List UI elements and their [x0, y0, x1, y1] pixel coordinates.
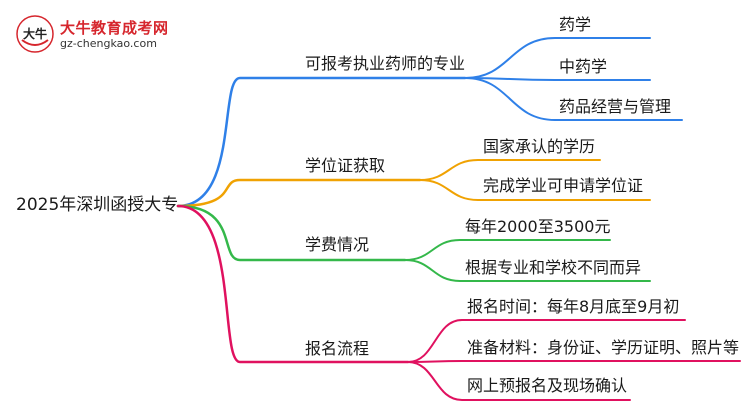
connector-root-tuition — [176, 204, 407, 262]
root-node: 2025年深圳函授大专 — [16, 195, 179, 215]
connector-root-degree — [176, 178, 422, 208]
leaf-degree-1: 国家承认的学历 — [483, 137, 596, 156]
site-logo: 大牛 大牛教育成考网 gz-chengkao.com — [14, 14, 168, 54]
logo-badge-icon: 大牛 — [16, 15, 54, 53]
connector-degree-leaf-1 — [419, 159, 601, 181]
connector-tuition-leaf-1 — [404, 239, 611, 261]
connector-majors-leaf-3 — [464, 77, 683, 121]
logo-url: gz-chengkao.com — [60, 37, 157, 50]
leaf-tuition-1: 每年2000至3500元 — [465, 217, 611, 236]
leaf-tuition-2: 根据专业和学校不同而异 — [465, 258, 642, 277]
leaf-majors-2: 中药学 — [559, 57, 608, 76]
leaf-process-1: 报名时间：每年8月底至9月初 — [467, 297, 680, 316]
leaf-majors-3: 药品经营与管理 — [559, 97, 672, 116]
branch-label-process: 报名流程 — [305, 339, 370, 358]
branch-label-degree: 学位证获取 — [305, 156, 386, 175]
leaf-majors-1: 药学 — [559, 15, 592, 34]
logo-badge-text: 大牛 — [23, 26, 47, 41]
connector-majors-leaf-1 — [464, 37, 651, 79]
branch-label-tuition: 学费情况 — [305, 235, 370, 254]
connector-tuition-leaf-2 — [404, 259, 651, 282]
connector-root-process — [176, 204, 410, 364]
connector-process-leaf-2 — [407, 360, 741, 363]
connector-root-majors — [176, 76, 467, 208]
leaf-degree-2: 完成学业可申请学位证 — [483, 176, 644, 195]
branch-label-majors: 可报考执业药师的专业 — [305, 54, 466, 73]
connector-process-leaf-3 — [407, 361, 631, 401]
connector-degree-leaf-2 — [419, 179, 651, 201]
connector-majors-leaf-2 — [464, 77, 651, 81]
connector-process-leaf-1 — [407, 319, 686, 363]
logo-title: 大牛教育成考网 — [60, 19, 169, 37]
leaf-process-2: 准备材料：身份证、学历证明、照片等 — [467, 338, 740, 357]
leaf-process-3: 网上预报名及现场确认 — [467, 376, 628, 395]
